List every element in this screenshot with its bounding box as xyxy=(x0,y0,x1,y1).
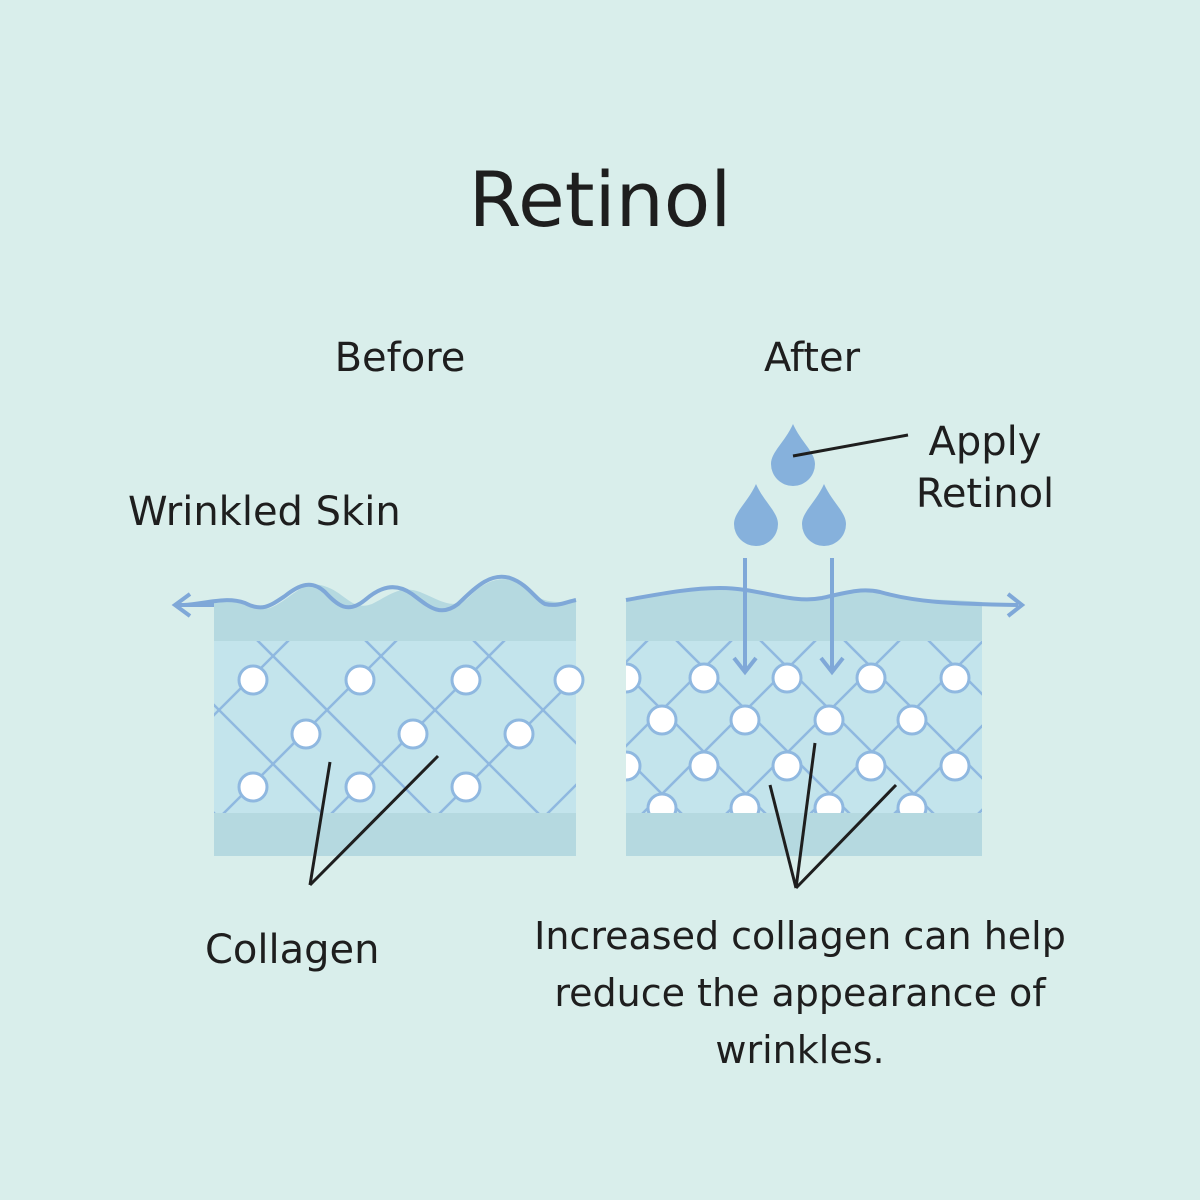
after-epidermis xyxy=(626,589,982,641)
collagen-node-icon xyxy=(397,718,429,750)
collagen-node-icon xyxy=(450,664,482,696)
arrow-down-icon xyxy=(732,558,758,676)
collagen-fiber xyxy=(0,560,153,860)
collagen-node-icon xyxy=(896,704,928,736)
collagen-node-icon xyxy=(237,664,269,696)
after-label: After xyxy=(763,335,861,381)
collagen-node-icon xyxy=(626,662,642,694)
collagen-fiber xyxy=(330,641,506,813)
result-caption: Increased collagen can help reduce the a… xyxy=(534,914,1066,1072)
collagen-node-icon xyxy=(626,750,642,782)
collagen-node-icon xyxy=(503,718,535,750)
collagen-node-icon xyxy=(939,750,971,782)
collagen-fiber xyxy=(214,641,290,717)
after-smooth-line xyxy=(625,585,1019,607)
collagen-node-icon xyxy=(729,704,761,736)
result-leader-lines xyxy=(768,742,898,890)
retinol-drop-icon xyxy=(734,484,778,546)
before-label: Before xyxy=(334,335,466,381)
collagen-node-icon xyxy=(688,662,720,694)
collagen-fiber xyxy=(1016,560,1200,860)
collagen-node-icon xyxy=(771,750,803,782)
collagen-node-icon xyxy=(813,704,845,736)
retinol-drop-icon xyxy=(802,484,846,546)
collagen-node-icon xyxy=(813,792,845,813)
collagen-fiber xyxy=(1016,560,1200,860)
collagen-node-icon xyxy=(237,771,269,803)
collagen-fiber xyxy=(0,560,153,860)
before-wrinkle-line xyxy=(183,574,577,613)
collagen-node-icon xyxy=(729,792,761,813)
collagen-fiber xyxy=(222,641,398,813)
before-base-layer xyxy=(214,813,576,856)
collagen-node-icon xyxy=(896,792,928,813)
collagen-leader-lines xyxy=(308,754,440,887)
after-collagen-nodes xyxy=(626,662,971,813)
arrow-right-icon xyxy=(1006,592,1026,618)
collagen-node-icon xyxy=(290,718,322,750)
collagen-node-icon xyxy=(855,662,887,694)
apply-retinol-label: Apply Retinol xyxy=(915,419,1055,517)
before-epidermis xyxy=(214,579,576,641)
before-collagen-mesh xyxy=(0,560,576,860)
collagen-label: Collagen xyxy=(205,927,380,973)
before-skin-panel xyxy=(0,560,585,860)
page-title: Retinol xyxy=(468,155,732,244)
collagen-node-icon xyxy=(646,792,678,813)
arrow-left-icon xyxy=(171,592,214,618)
collagen-fiber xyxy=(1100,560,1200,860)
collagen-node-icon xyxy=(688,750,720,782)
collagen-node-icon xyxy=(344,664,376,696)
collagen-node-icon xyxy=(646,704,678,736)
collagen-fiber xyxy=(1184,560,1200,860)
collagen-node-icon xyxy=(939,662,971,694)
collagen-node-icon xyxy=(344,771,376,803)
wrinkled-skin-label: Wrinkled Skin xyxy=(128,489,401,535)
collagen-fiber xyxy=(438,675,576,813)
collagen-fiber xyxy=(1100,560,1200,860)
collagen-node-icon xyxy=(855,750,887,782)
collagen-node-icon xyxy=(553,664,585,696)
before-collagen-nodes xyxy=(237,664,585,803)
collagen-fiber xyxy=(546,783,576,813)
collagen-node-icon xyxy=(771,662,803,694)
arrow-down-icon xyxy=(819,558,845,676)
collagen-fiber xyxy=(1184,560,1200,860)
collagen-node-icon xyxy=(450,771,482,803)
apply-retinol-leader xyxy=(792,433,909,458)
collagen-fiber xyxy=(626,756,683,813)
